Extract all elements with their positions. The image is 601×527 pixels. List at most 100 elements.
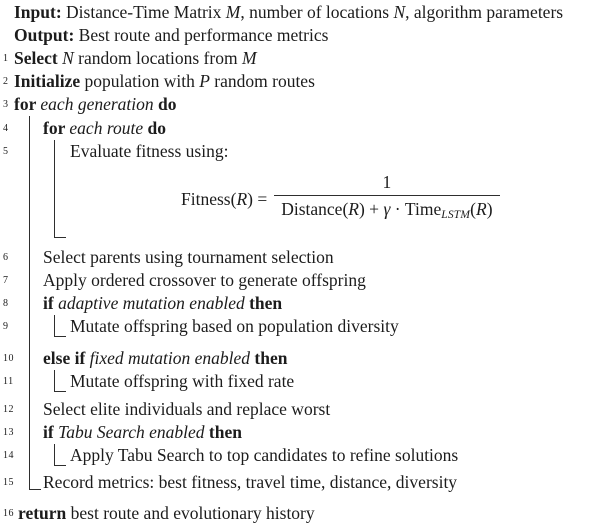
math-fn-fitness: Fitness( — [181, 188, 237, 209]
elseif-statement: else if fixed mutation enabled then — [43, 347, 287, 370]
algo-output-line: Output: Best route and performance metri… — [0, 24, 601, 47]
statement-text: Select elite individuals and replace wor… — [43, 399, 331, 419]
math-var-M: M — [241, 48, 257, 68]
math-sub-lstm: LSTM — [441, 209, 471, 221]
equation-lhs: Fitness(R) = — [181, 189, 267, 210]
if-condition: fixed mutation enabled — [89, 348, 251, 368]
block-rule-for-route — [54, 140, 66, 238]
line-number: 16 — [3, 508, 14, 519]
statement: Evaluate fitness using: — [70, 140, 228, 163]
keyword-then: then — [250, 348, 288, 368]
math-var-M: M — [225, 2, 241, 22]
loop-condition: each generation — [40, 94, 154, 114]
cdot-sign: · — [390, 199, 405, 219]
algo-line-12: 12 Select elite individuals and replace … — [0, 398, 601, 421]
statement-text: Apply Tabu Search to top candidates to r… — [70, 445, 459, 465]
math-fn-distance: Distance( — [281, 199, 349, 219]
return-statement: return best route and evolutionary histo… — [18, 502, 315, 525]
statement-text: Mutate offspring with fixed rate — [70, 371, 295, 391]
algo-line-2: 2 Initialize population with P random ro… — [0, 70, 601, 93]
statement-text: Mutate offspring based on population div… — [70, 316, 399, 336]
line-number: 7 — [3, 275, 9, 286]
algo-line-8: 8 if adaptive mutation enabled then — [0, 292, 601, 315]
statement: Mutate offspring with fixed rate — [70, 370, 294, 393]
keyword-for: for — [43, 118, 70, 138]
algo-input-line: Input: Distance-Time Matrix M, number of… — [0, 1, 601, 24]
block-rule-if-adaptive — [54, 315, 66, 337]
math-gamma: γ — [383, 199, 391, 219]
block-rule-for-generation — [29, 116, 41, 490]
statement: Apply ordered crossover to generate offs… — [43, 269, 366, 292]
algo-line-11: 11 Mutate offspring with fixed rate — [0, 370, 601, 393]
keyword-select: Select — [14, 48, 63, 68]
keyword-if: if — [43, 293, 59, 313]
math-var-P: P — [199, 71, 210, 91]
math-var-R: R — [348, 199, 359, 219]
statement: Select parents using tournament selectio… — [43, 246, 334, 269]
keyword-if: if — [43, 422, 59, 442]
output-text: Best route and performance metrics — [78, 25, 329, 45]
algo-line-14: 14 Apply Tabu Search to top candidates t… — [0, 444, 601, 467]
block-rule-elseif-fixed — [54, 370, 66, 392]
algo-line-15: 15 Record metrics: best fitness, travel … — [0, 471, 601, 494]
algo-line-13: 13 if Tabu Search enabled then — [0, 421, 601, 444]
statement: Mutate offspring based on population div… — [70, 315, 399, 338]
algo-line-7: 7 Apply ordered crossover to generate of… — [0, 269, 601, 292]
for-statement: for each route do — [43, 117, 166, 140]
paren-open: ( — [470, 199, 476, 219]
fraction-denominator: Distance(R) + γ · TimeLSTM(R) — [274, 195, 500, 226]
line-number: 12 — [3, 404, 14, 415]
for-statement: for each generation do — [14, 93, 177, 116]
statement-text: Apply ordered crossover to generate offs… — [43, 270, 366, 290]
keyword-do: do — [143, 118, 166, 138]
keyword-for: for — [14, 94, 41, 114]
if-statement: if Tabu Search enabled then — [43, 421, 242, 444]
algo-line-16: 16 return best route and evolutionary hi… — [0, 502, 601, 525]
line-number: 11 — [3, 376, 14, 387]
statement-text: Evaluate fitness using: — [70, 141, 229, 161]
algo-line-4: 4 for each route do — [0, 117, 601, 140]
statement: Apply Tabu Search to top candidates to r… — [70, 444, 458, 467]
equals-sign: ) = — [247, 188, 268, 209]
block-rule-if-tabu — [54, 444, 66, 466]
output-declaration: Output: Best route and performance metri… — [14, 24, 328, 47]
algo-line-6: 6 Select parents using tournament select… — [0, 246, 601, 269]
math-fn-time: Time — [404, 199, 442, 219]
algo-line-3: 3 for each generation do — [0, 93, 601, 116]
line-number: 6 — [3, 252, 9, 263]
fitness-equation: Fitness(R) = 1 Distance(R) + γ · TimeLST… — [181, 172, 500, 226]
input-declaration: Input: Distance-Time Matrix M, number of… — [14, 1, 563, 24]
line-number: 1 — [3, 53, 9, 64]
line-number: 10 — [3, 353, 14, 364]
input-text: , number of locations — [240, 2, 394, 22]
keyword-else-if: else if — [43, 348, 90, 368]
algo-line-10: 10 else if fixed mutation enabled then — [0, 347, 601, 370]
input-text: Distance-Time Matrix — [66, 2, 226, 22]
keyword-return: return — [18, 503, 71, 523]
paren-close: ) — [486, 199, 493, 219]
math-var-N: N — [393, 2, 406, 22]
keyword-initialize: Initialize — [14, 71, 85, 91]
line-number: 14 — [3, 450, 14, 461]
output-keyword: Output: — [14, 25, 79, 45]
algo-line-5: 5 Evaluate fitness using: — [0, 140, 601, 163]
statement-text: Select parents using tournament selectio… — [43, 247, 334, 267]
math-var-R: R — [236, 188, 248, 209]
line-number: 5 — [3, 146, 9, 157]
line-number: 4 — [3, 123, 9, 134]
statement: Initialize population with P random rout… — [14, 70, 315, 93]
line-number: 2 — [3, 76, 9, 87]
statement-text: best route and evolutionary history — [70, 503, 315, 523]
keyword-do: do — [153, 94, 177, 114]
statement-text: random routes — [209, 71, 315, 91]
line-number: 8 — [3, 298, 9, 309]
algo-line-1: 1 Select N random locations from M — [0, 47, 601, 70]
keyword-then: then — [244, 293, 283, 313]
equation-fraction: 1 Distance(R) + γ · TimeLSTM(R) — [274, 172, 500, 226]
line-number: 9 — [3, 321, 9, 332]
loop-condition: each route — [69, 118, 144, 138]
line-number: 15 — [3, 477, 14, 488]
if-condition: Tabu Search enabled — [58, 422, 205, 442]
input-text: , algorithm parameters — [405, 2, 564, 22]
